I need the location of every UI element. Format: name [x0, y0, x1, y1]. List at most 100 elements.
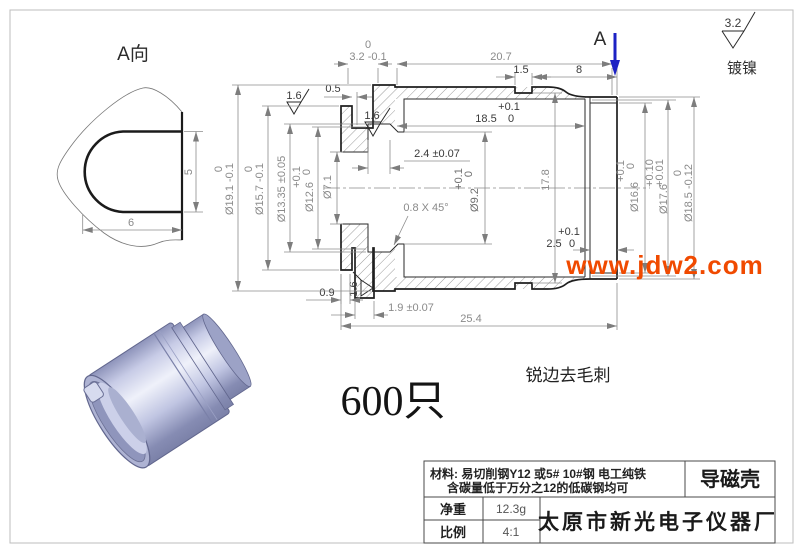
dim-dia-19-1: 0 Ø19.1 -0.1: [213, 84, 371, 292]
page-border: [9, 9, 794, 544]
svg-text:1.6: 1.6: [364, 110, 379, 122]
weight-value: 12.3g: [496, 502, 526, 516]
svg-text:3.2 -0.1: 3.2 -0.1: [349, 51, 386, 63]
company-name: 太原市新光电子仪器厂: [538, 510, 778, 534]
dim-dia-7-1: Ø7.1: [322, 151, 343, 225]
svg-text:+0.01: +0.01: [654, 159, 666, 187]
weight-label: 净重: [440, 502, 466, 517]
dim-depth-18-5: +0.1 18.5 0: [397, 101, 585, 129]
dim-flange-width: 0 3.2 -0.1: [334, 39, 392, 84]
a-view-title: A向: [117, 43, 149, 65]
note-chamfer: 0.8 X 45°: [393, 202, 449, 246]
roughness-mark-2: 1.6: [364, 107, 391, 138]
dim-notch-1-5: 1.5: [496, 64, 551, 85]
svg-text:20.7: 20.7: [490, 51, 511, 63]
section-cut-arrow: A: [594, 29, 620, 76]
svg-text:+0.1: +0.1: [453, 168, 465, 190]
svg-text:0.9: 0.9: [319, 287, 334, 299]
hatch-top-flange: [341, 85, 398, 152]
svg-text:0: 0: [569, 238, 575, 250]
plating-note: 镀镍: [727, 59, 757, 77]
dim-land-2-4: 2.4 ±0.07: [352, 140, 470, 174]
profile-bottom: [340, 224, 617, 299]
dim-20-7: 20.7: [396, 51, 613, 95]
svg-text:1.5: 1.5: [513, 64, 528, 76]
hatch-top-wall: [395, 87, 590, 99]
svg-text:Ø13.35 ±0.05: Ø13.35 ±0.05: [276, 156, 288, 223]
a-direction-view: A向 5 6: [56, 43, 203, 247]
svg-text:2.4 ±0.07: 2.4 ±0.07: [414, 148, 460, 160]
svg-text:Ø16.6: Ø16.6: [629, 182, 641, 212]
roughness-value: 3.2: [725, 16, 742, 30]
dim-total-25-4: 25.4: [340, 274, 618, 330]
section-view: 0 3.2 -0.1 20.7 1.5 8 0.5: [213, 29, 700, 330]
svg-text:0: 0: [365, 39, 371, 51]
svg-text:25.4: 25.4: [460, 313, 481, 325]
svg-text:0: 0: [243, 166, 255, 172]
roughness-mark-1: 1.6: [286, 88, 310, 115]
dim-dia-13-35: Ø13.35 ±0.05: [276, 123, 366, 253]
svg-text:2.5: 2.5: [546, 238, 561, 250]
svg-text:0.5: 0.5: [325, 83, 340, 95]
keyway-d-profile: [83, 130, 182, 214]
svg-text:8: 8: [576, 64, 582, 76]
title-block: 材料: 易切削钢Y12 或5# 10#钢 电工纯铁 含碳量低于万分之12的低碳钢…: [423, 460, 778, 544]
svg-text:0.8 X 45°: 0.8 X 45°: [403, 202, 448, 214]
svg-text:1.9 ±0.07: 1.9 ±0.07: [388, 302, 434, 314]
svg-text:+0.1: +0.1: [558, 226, 580, 238]
dim-bore-9-2: +0.1 0 Ø9.2: [404, 131, 492, 245]
dim-17-8: 17.8: [532, 92, 562, 284]
svg-text:0: 0: [508, 113, 514, 125]
svg-text:Ø15.7 -0.1: Ø15.7 -0.1: [254, 163, 266, 215]
dim-8: 8: [537, 64, 618, 95]
watermark: www.jdw2.com: [565, 250, 763, 280]
cut-arrow-head: [610, 60, 620, 76]
svg-text:0: 0: [213, 166, 225, 172]
cut-label-a: A: [594, 29, 607, 50]
dim-cbore-2-5: +0.1 2.5 0: [546, 226, 634, 253]
dim-dia-16-6: +0.1 0 Ø16.6: [615, 102, 652, 274]
hatch-bottom-flange: [341, 224, 398, 291]
keyway-notch: [83, 381, 104, 403]
roughness-mark-3: 1.6: [348, 271, 374, 297]
part-name: 导磁壳: [700, 467, 760, 491]
svg-text:+0.1: +0.1: [291, 166, 303, 188]
dim-5: 5: [183, 169, 195, 175]
dim-key-1-9: 1.9 ±0.07: [331, 301, 434, 319]
deburr-note: 锐边去毛刺: [526, 366, 611, 385]
svg-text:+0.1: +0.1: [615, 160, 627, 182]
svg-text:17.8: 17.8: [540, 169, 552, 190]
dim-dia-17-6: +0.10 +0.01 Ø17.6: [592, 99, 676, 277]
bore-bottom: [341, 223, 585, 278]
part-3d-render: [83, 313, 252, 469]
svg-text:Ø12.6: Ø12.6: [304, 182, 316, 212]
svg-text:18.5: 18.5: [475, 113, 496, 125]
svg-text:0: 0: [463, 171, 475, 177]
svg-text:1.6: 1.6: [286, 90, 301, 102]
svg-text:0: 0: [625, 163, 637, 169]
quantity-note: 600只: [340, 379, 445, 425]
profile-top: [340, 84, 617, 152]
dim-dia-15-7: 0 Ø15.7 -0.1: [243, 105, 339, 271]
finish-note: 3.2 镀镍: [721, 11, 757, 77]
svg-text:Ø9.2: Ø9.2: [469, 188, 481, 212]
scale-label: 比例: [440, 525, 466, 540]
outer-profile: [56, 87, 183, 247]
svg-text:0: 0: [672, 170, 684, 176]
dim-0-5: 0.5: [324, 83, 372, 125]
dim-6: 6: [128, 217, 134, 229]
svg-text:1.6: 1.6: [348, 281, 360, 296]
svg-text:Ø17.6: Ø17.6: [658, 184, 670, 214]
material-line2: 含碳量低于万分之12的低碳钢均可: [447, 480, 628, 495]
svg-text:Ø19.1 -0.1: Ø19.1 -0.1: [224, 163, 236, 215]
dim-key-0-9: 0.9: [306, 274, 363, 304]
svg-text:Ø7.1: Ø7.1: [322, 175, 334, 199]
roughness-symbol-icon: [721, 11, 756, 49]
hatch-bottom-wall: [395, 277, 590, 289]
material-line1: 材料: 易切削钢Y12 或5# 10#钢 电工纯铁: [429, 466, 646, 481]
dim-dia-12-6: +0.1 0 Ø12.6: [291, 126, 366, 250]
svg-text:+0.10: +0.10: [644, 159, 656, 187]
svg-text:+0.1: +0.1: [498, 101, 520, 113]
